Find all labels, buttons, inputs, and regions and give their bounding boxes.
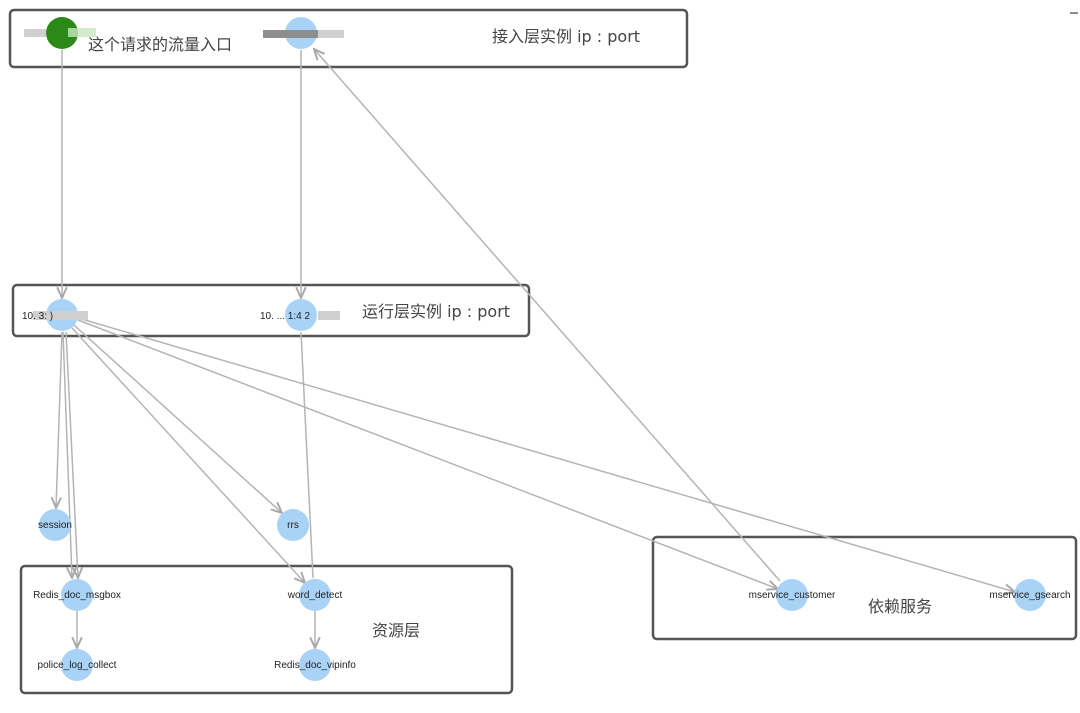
entry-label: 这个请求的流量入口 <box>88 35 232 54</box>
node-word-detect[interactable]: word_detect <box>287 579 343 611</box>
resource-layer-box <box>19 564 514 695</box>
word-detect-node-label: word_detect <box>287 590 343 601</box>
runtime2-node-circle <box>285 299 317 331</box>
runtime-layer-box <box>11 283 531 338</box>
police-log-node-label: police_log_collect <box>38 660 117 671</box>
edge-runtime1-msgbox-a <box>62 331 72 578</box>
dependency-service-label: 依赖服务 <box>868 597 932 616</box>
node-rrs[interactable]: rrs <box>277 509 309 541</box>
mservice-gsearch-node-circle <box>1014 579 1046 611</box>
edge-runtime1-word-detect <box>71 327 305 583</box>
mservice-customer-node-circle <box>776 579 808 611</box>
node-redis-vipinfo[interactable]: Redis_doc_vipinfo <box>274 649 356 681</box>
redis-vipinfo-node-circle <box>299 649 331 681</box>
node-runtime2[interactable]: 10. ... 1:4 2 <box>260 299 340 331</box>
police-log-node-circle <box>61 649 93 681</box>
edge-runtime2-word-detect <box>300 331 314 579</box>
node-redis-msgbox[interactable]: Redis_doc_msgbox <box>33 579 121 611</box>
word-detect-node-circle <box>299 579 331 611</box>
edge-runtime1-msgbox-b <box>65 331 78 578</box>
node-mservice-gsearch[interactable]: mservice_gsearch <box>989 579 1071 611</box>
rrs-node-circle <box>277 509 309 541</box>
redacted-mark <box>33 311 88 320</box>
edges <box>56 49 1015 648</box>
node-runtime1[interactable]: 10. 3: ) <box>22 299 88 331</box>
mservice-customer-node-label: mservice_customer <box>749 590 836 601</box>
runtime-layer-label: 运行层实例 ip : port <box>362 302 510 321</box>
edge-runtime1-session <box>56 331 63 508</box>
entry-node-circle <box>46 17 78 49</box>
redacted-mark <box>318 30 344 38</box>
edge-customer-access <box>314 49 781 582</box>
edge-runtime1-gsearch <box>77 317 1015 592</box>
node-entry[interactable] <box>24 17 96 49</box>
edge-runtime1-rrs <box>73 324 282 513</box>
session-node-circle <box>39 509 71 541</box>
redacted-mark-green <box>68 28 96 37</box>
redis-msgbox-node-label: Redis_doc_msgbox <box>33 590 121 601</box>
edge-runtime1-customer <box>77 319 778 589</box>
rrs-node-label: rrs <box>287 520 299 531</box>
node-access[interactable] <box>263 17 344 49</box>
redacted-mark <box>24 29 46 37</box>
redis-vipinfo-node-label: Redis_doc_vipinfo <box>274 660 356 671</box>
mservice-gsearch-node-label: mservice_gsearch <box>989 590 1070 601</box>
redis-msgbox-node-circle <box>61 579 93 611</box>
node-session[interactable]: session <box>38 509 72 541</box>
access-layer-label: 接入层实例 ip : port <box>492 27 640 46</box>
session-node-label: session <box>38 520 72 531</box>
node-police-log[interactable]: police_log_collect <box>38 649 117 681</box>
redacted-mark <box>318 311 340 320</box>
access-layer-box <box>8 8 689 69</box>
node-mservice-customer[interactable]: mservice_customer <box>749 579 836 611</box>
dependency-service-box <box>651 535 1078 641</box>
runtime2-node-label: 10. ... 1:4 2 <box>260 311 310 322</box>
runtime1-node-label: 10. 3: ) <box>22 311 53 322</box>
resource-layer-label: 资源层 <box>372 621 420 640</box>
redacted-mark <box>263 30 318 38</box>
